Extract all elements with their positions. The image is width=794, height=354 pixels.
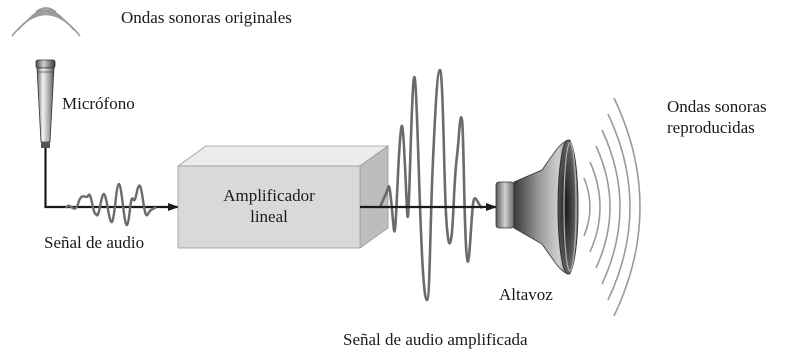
- reproduced-sound-waves-icon: [583, 97, 641, 317]
- original-waves-label: Ondas sonoras originales: [121, 8, 292, 27]
- audio-signal-line: [44, 148, 179, 211]
- amplifier-label-line1: Amplificador: [223, 186, 315, 205]
- linear-amplifier-box: [176, 145, 390, 249]
- speaker-icon: [495, 139, 579, 275]
- original-sound-waves-icon: [11, 7, 81, 37]
- amplifier-label-line2: lineal: [250, 207, 288, 226]
- amplified-audio-waveform: [378, 68, 483, 302]
- microphone-icon: [35, 59, 56, 148]
- microphone-label: Micrófono: [62, 94, 135, 113]
- speaker-label: Altavoz: [499, 285, 553, 304]
- audio-waveform: [64, 182, 157, 227]
- reproduced-waves-label-line2: reproducidas: [667, 118, 755, 137]
- amplified-signal-label: Señal de audio amplificada: [343, 330, 528, 349]
- reproduced-waves-label-line1: Ondas sonoras: [667, 97, 767, 116]
- audio-signal-label: Señal de audio: [44, 233, 145, 252]
